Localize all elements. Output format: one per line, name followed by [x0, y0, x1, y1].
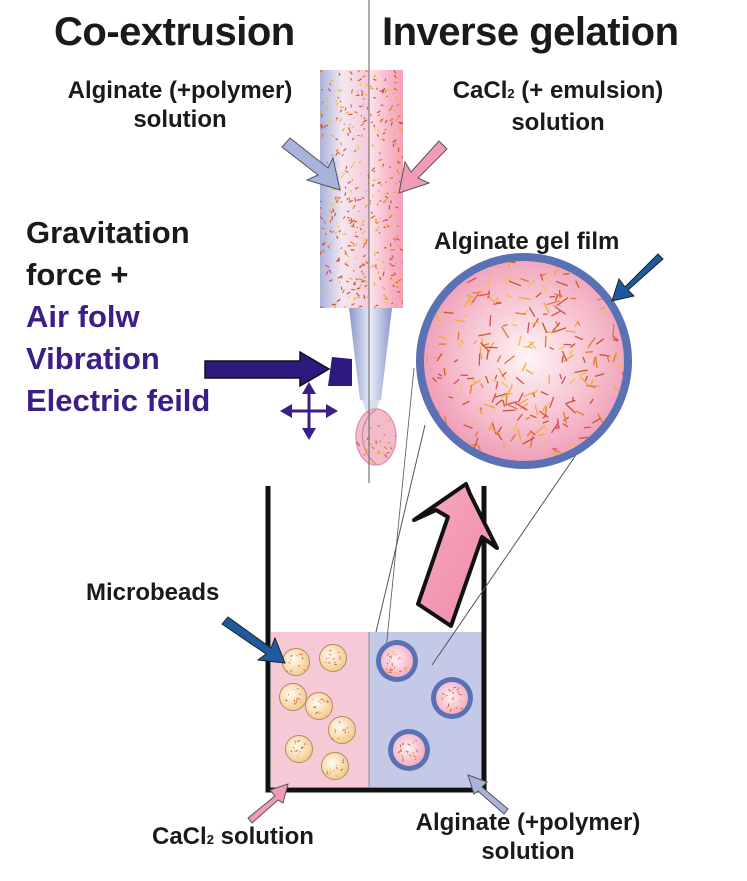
microbead [279, 683, 307, 711]
title-inverse-gelation: Inverse gelation [382, 10, 679, 54]
label-alginate-bottom: Alginate (+polymer) solution [378, 808, 678, 866]
label-cacl2-solution-post: solution [213, 823, 314, 850]
microbead [282, 648, 310, 676]
alginate-tube [320, 70, 369, 308]
label-cacl2-emulsion-line2: solution [511, 109, 605, 136]
vibrator-block [328, 357, 352, 386]
arrow-alginate-solution [467, 774, 509, 815]
label-alginate-bottom-line2: solution [481, 838, 575, 865]
label-alginate-bottom-line1: Alginate (+polymer) [415, 809, 641, 836]
cacl2-tube [370, 70, 403, 308]
label-alginate-top: Alginate (+polymer) solution [30, 76, 330, 134]
beaker [265, 486, 487, 793]
arrow-alginate-in [281, 137, 341, 191]
nozzle [349, 308, 392, 400]
label-vibration: Vibration [26, 341, 160, 376]
label-cacl2-solution: CaCl2 solution [152, 822, 314, 854]
label-forces: Gravitation force + Air folw Vibration E… [26, 212, 210, 422]
label-alginate-top-line2: solution [133, 106, 227, 133]
tube-particles-left [320, 70, 369, 308]
tube-particles-right [370, 70, 403, 308]
arrow-cacl2-in [398, 140, 448, 194]
label-air-flow: Air folw [26, 299, 140, 334]
microbead [305, 692, 333, 720]
arrow-cacl2-solution [247, 783, 289, 824]
microbeads-group [279, 644, 356, 780]
label-electric-field: Electric feild [26, 383, 211, 418]
label-alginate-top-line1: Alginate (+polymer) [67, 77, 293, 104]
label-cacl2-emulsion-post: (+ emulsion) [514, 77, 664, 104]
arrow-microbeads [221, 616, 286, 664]
title-co-extrusion: Co-extrusion [54, 10, 295, 54]
arrow-forces [204, 350, 331, 388]
label-force-plus: force + [26, 257, 129, 292]
label-cacl2-emulsion: CaCl2 (+ emulsion) solution [408, 76, 708, 137]
arrow-gel-film [611, 253, 664, 302]
label-gravitation: Gravitation [26, 215, 190, 250]
microbead [328, 716, 356, 744]
label-cacl2-solution-pre: CaCl [152, 823, 207, 850]
microbead [319, 644, 347, 672]
four-way-arrow-icon [280, 382, 338, 440]
magnify-arrow [412, 482, 499, 628]
label-cacl2-emulsion-sub: 2 [507, 86, 515, 101]
label-alginate-gel-film: Alginate gel film [434, 228, 620, 255]
label-microbeads: Microbeads [86, 579, 220, 606]
label-cacl2-solution-sub: 2 [206, 832, 214, 847]
microbead [285, 735, 313, 763]
gel-capsules-group [376, 640, 473, 771]
label-cacl2-emulsion-pre: CaCl [452, 77, 508, 104]
